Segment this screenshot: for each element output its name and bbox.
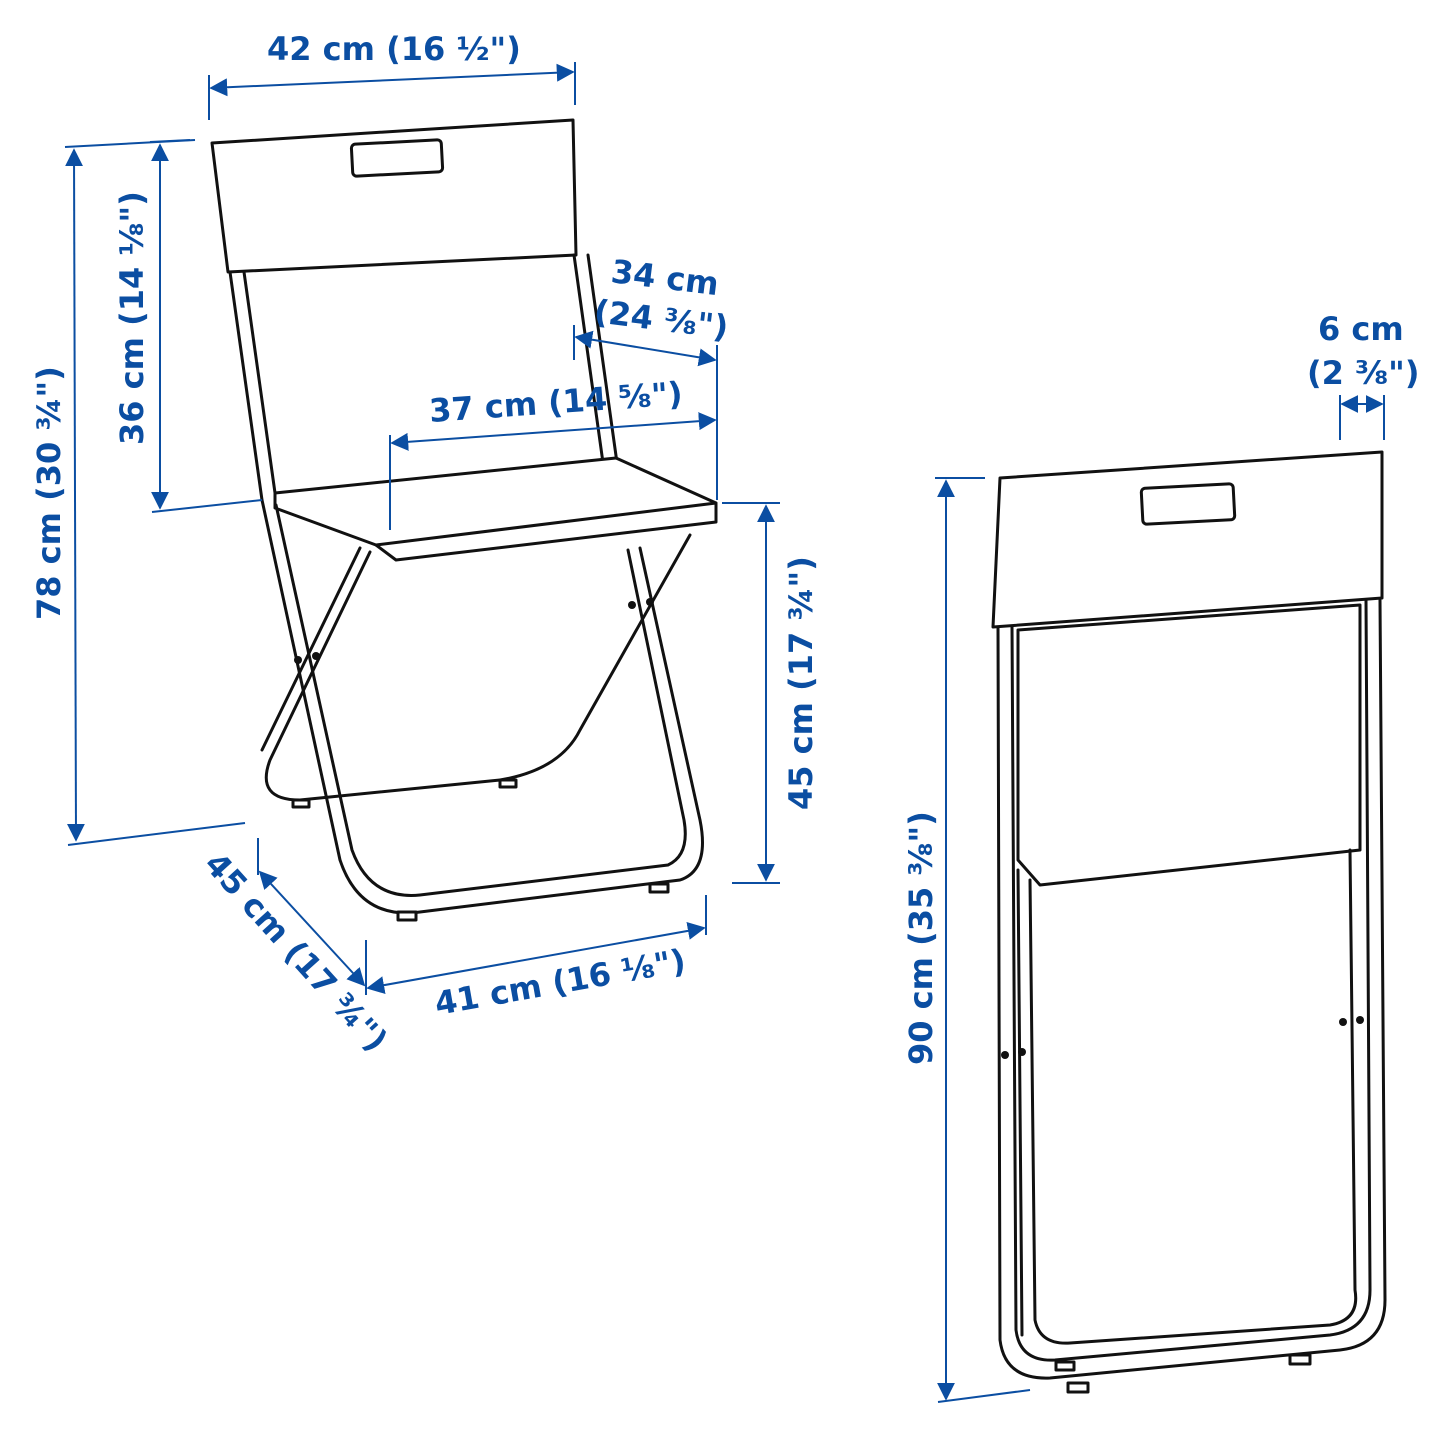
label-seat-height: 45 cm (17 ¾") [782,556,820,810]
folded-chair-drawing [991,450,1387,1394]
label-folded-thickness-cm: 6 cm [1318,310,1404,348]
label-total-height: 78 cm (30 ¾") [30,366,68,620]
label-seat-width: 37 cm (14 ⅝") [428,374,684,430]
label-width-top: 42 cm (16 ½") [267,30,521,68]
dimension-lines-unfolded [64,62,780,995]
unfolded-chair-drawing [210,118,718,922]
dimension-lines-folded [935,395,1385,1403]
label-backrest-height: 36 cm (14 ⅛") [113,191,151,445]
label-folded-thickness-in: (2 ⅜") [1307,354,1419,392]
label-folded-height: 90 cm (35 ⅜") [902,811,940,1065]
